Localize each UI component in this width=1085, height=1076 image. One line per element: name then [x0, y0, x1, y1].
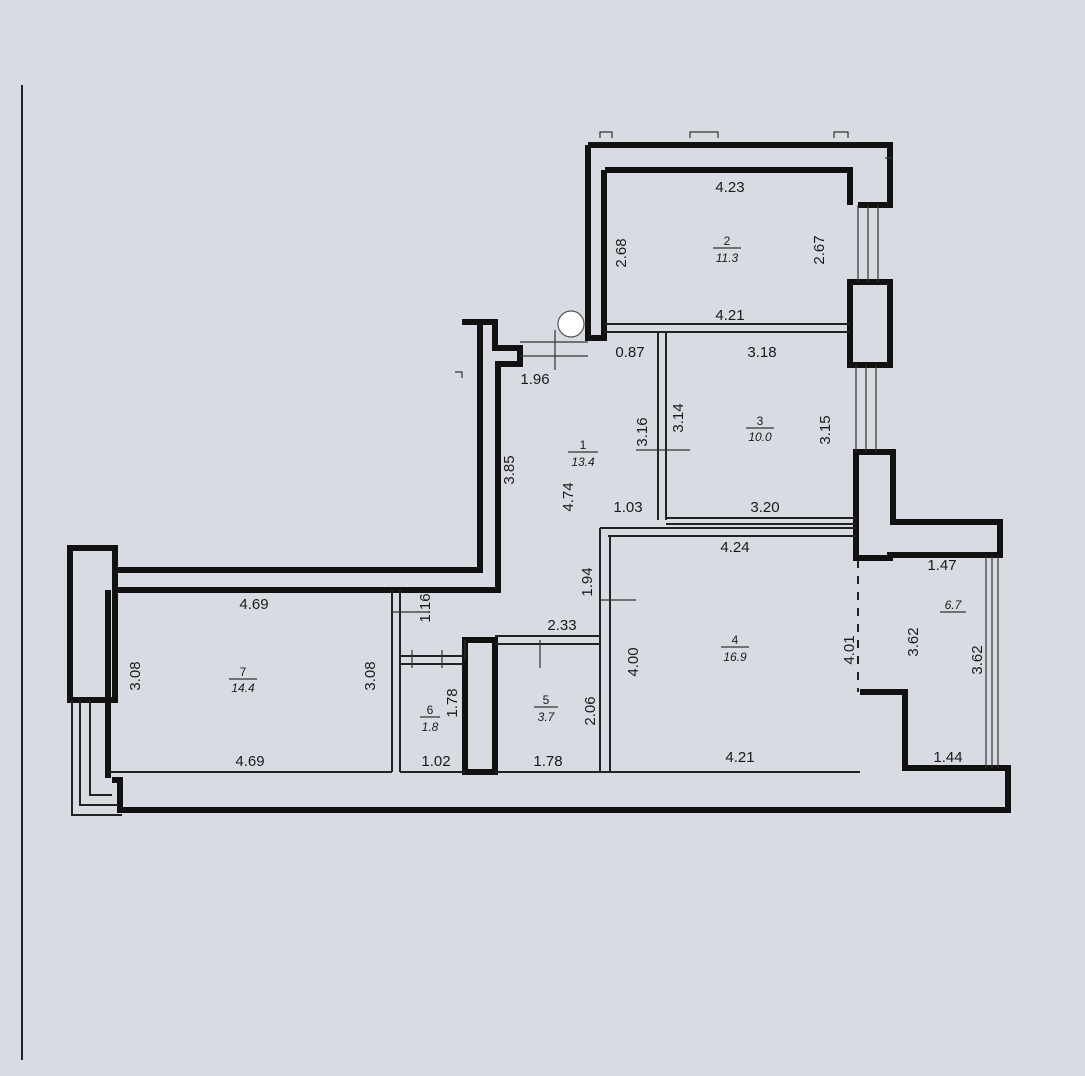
outer-wall	[588, 142, 893, 208]
partition-r3-left	[657, 332, 667, 520]
dim-r3-bottom: 3.20	[750, 499, 779, 516]
room-1-number: 1	[580, 438, 587, 452]
room-4-number: 4	[732, 633, 739, 647]
partition-r5-top	[495, 635, 600, 645]
dim-r3-left: 3.14	[670, 403, 687, 432]
room-7-number: 7	[240, 665, 247, 679]
partition-main	[462, 637, 498, 775]
dim-r5-height: 2.06	[582, 696, 599, 725]
dim-r7-top: 4.69	[239, 596, 268, 613]
east-wall-block-1	[847, 279, 893, 368]
dim-r2-top: 4.23	[715, 179, 744, 196]
dim-balcony-bottom: 1.44	[933, 749, 962, 766]
room-2-number: 2	[724, 234, 731, 248]
dim-r7-116: 1.16	[417, 593, 434, 622]
dim-hall-196: 1.96	[520, 371, 549, 388]
entrance-marker	[557, 310, 585, 338]
partition-r3-bottom	[666, 517, 856, 525]
dim-r6-height: 1.78	[444, 688, 461, 717]
dim-r4-bottom: 4.21	[725, 749, 754, 766]
dim-r3-right: 3.15	[817, 415, 834, 444]
room-6-number: 6	[427, 703, 434, 717]
dim-hall-474: 4.74	[560, 482, 577, 511]
dim-r5-top: 2.33	[547, 617, 576, 634]
balcony-area: 6.7	[945, 598, 963, 612]
east-wall-block-2	[853, 449, 1003, 561]
dim-balcony-inner: 3.62	[905, 627, 922, 656]
room-7-area: 14.4	[231, 681, 255, 695]
outer-wall-left-top	[585, 145, 607, 341]
dim-door-087: 0.87	[615, 344, 644, 361]
window-east-1	[857, 205, 879, 282]
dim-balcony-outer: 3.62	[969, 645, 986, 674]
room-1-area: 13.4	[571, 455, 595, 469]
west-wall-upper	[112, 319, 523, 593]
dim-hall-385: 3.85	[501, 455, 518, 484]
dim-hall-103: 1.03	[613, 499, 642, 516]
door-ticks	[392, 330, 690, 668]
dim-r7-left: 3.08	[127, 661, 144, 690]
dim-r5-bottom: 1.78	[533, 753, 562, 770]
room-5-area: 3.7	[538, 710, 556, 724]
room-4-area: 16.9	[723, 650, 747, 664]
west-wall-column	[67, 545, 118, 703]
window-east-2	[855, 365, 877, 452]
dim-r4-top: 4.24	[720, 539, 749, 556]
dim-r7-right: 3.08	[362, 661, 379, 690]
room-3-number: 3	[757, 414, 764, 428]
room-5-number: 5	[543, 693, 550, 707]
room-3-area: 10.0	[748, 430, 772, 444]
dim-r2-bottom: 4.21	[715, 307, 744, 324]
dim-balcony-top: 1.47	[927, 557, 956, 574]
dim-r3-top: 3.18	[747, 344, 776, 361]
balcony-window-frame	[71, 700, 122, 816]
dim-r4-left: 4.00	[625, 647, 642, 676]
east-wall-block-3	[112, 689, 1011, 813]
dim-r4-right: 4.01	[841, 635, 858, 664]
dim-hall-316: 3.16	[634, 417, 651, 446]
partition-r2-r3	[604, 323, 850, 333]
partition-r4-left	[599, 528, 611, 772]
window-balcony	[985, 555, 999, 768]
dim-r6-width: 1.02	[421, 753, 450, 770]
dim-r2-left: 2.68	[613, 238, 630, 267]
top-wall-ticks	[455, 131, 892, 378]
outer-wall-inner-top	[605, 167, 853, 205]
dim-r2-right: 2.67	[811, 235, 828, 264]
room-6-area: 1.8	[422, 720, 439, 734]
partition-r4-top	[600, 527, 856, 537]
room-2-area: 11.3	[716, 251, 739, 265]
dim-r7-bottom: 4.69	[235, 753, 264, 770]
partition-r6	[391, 590, 462, 772]
dim-hall-194: 1.94	[579, 567, 596, 596]
